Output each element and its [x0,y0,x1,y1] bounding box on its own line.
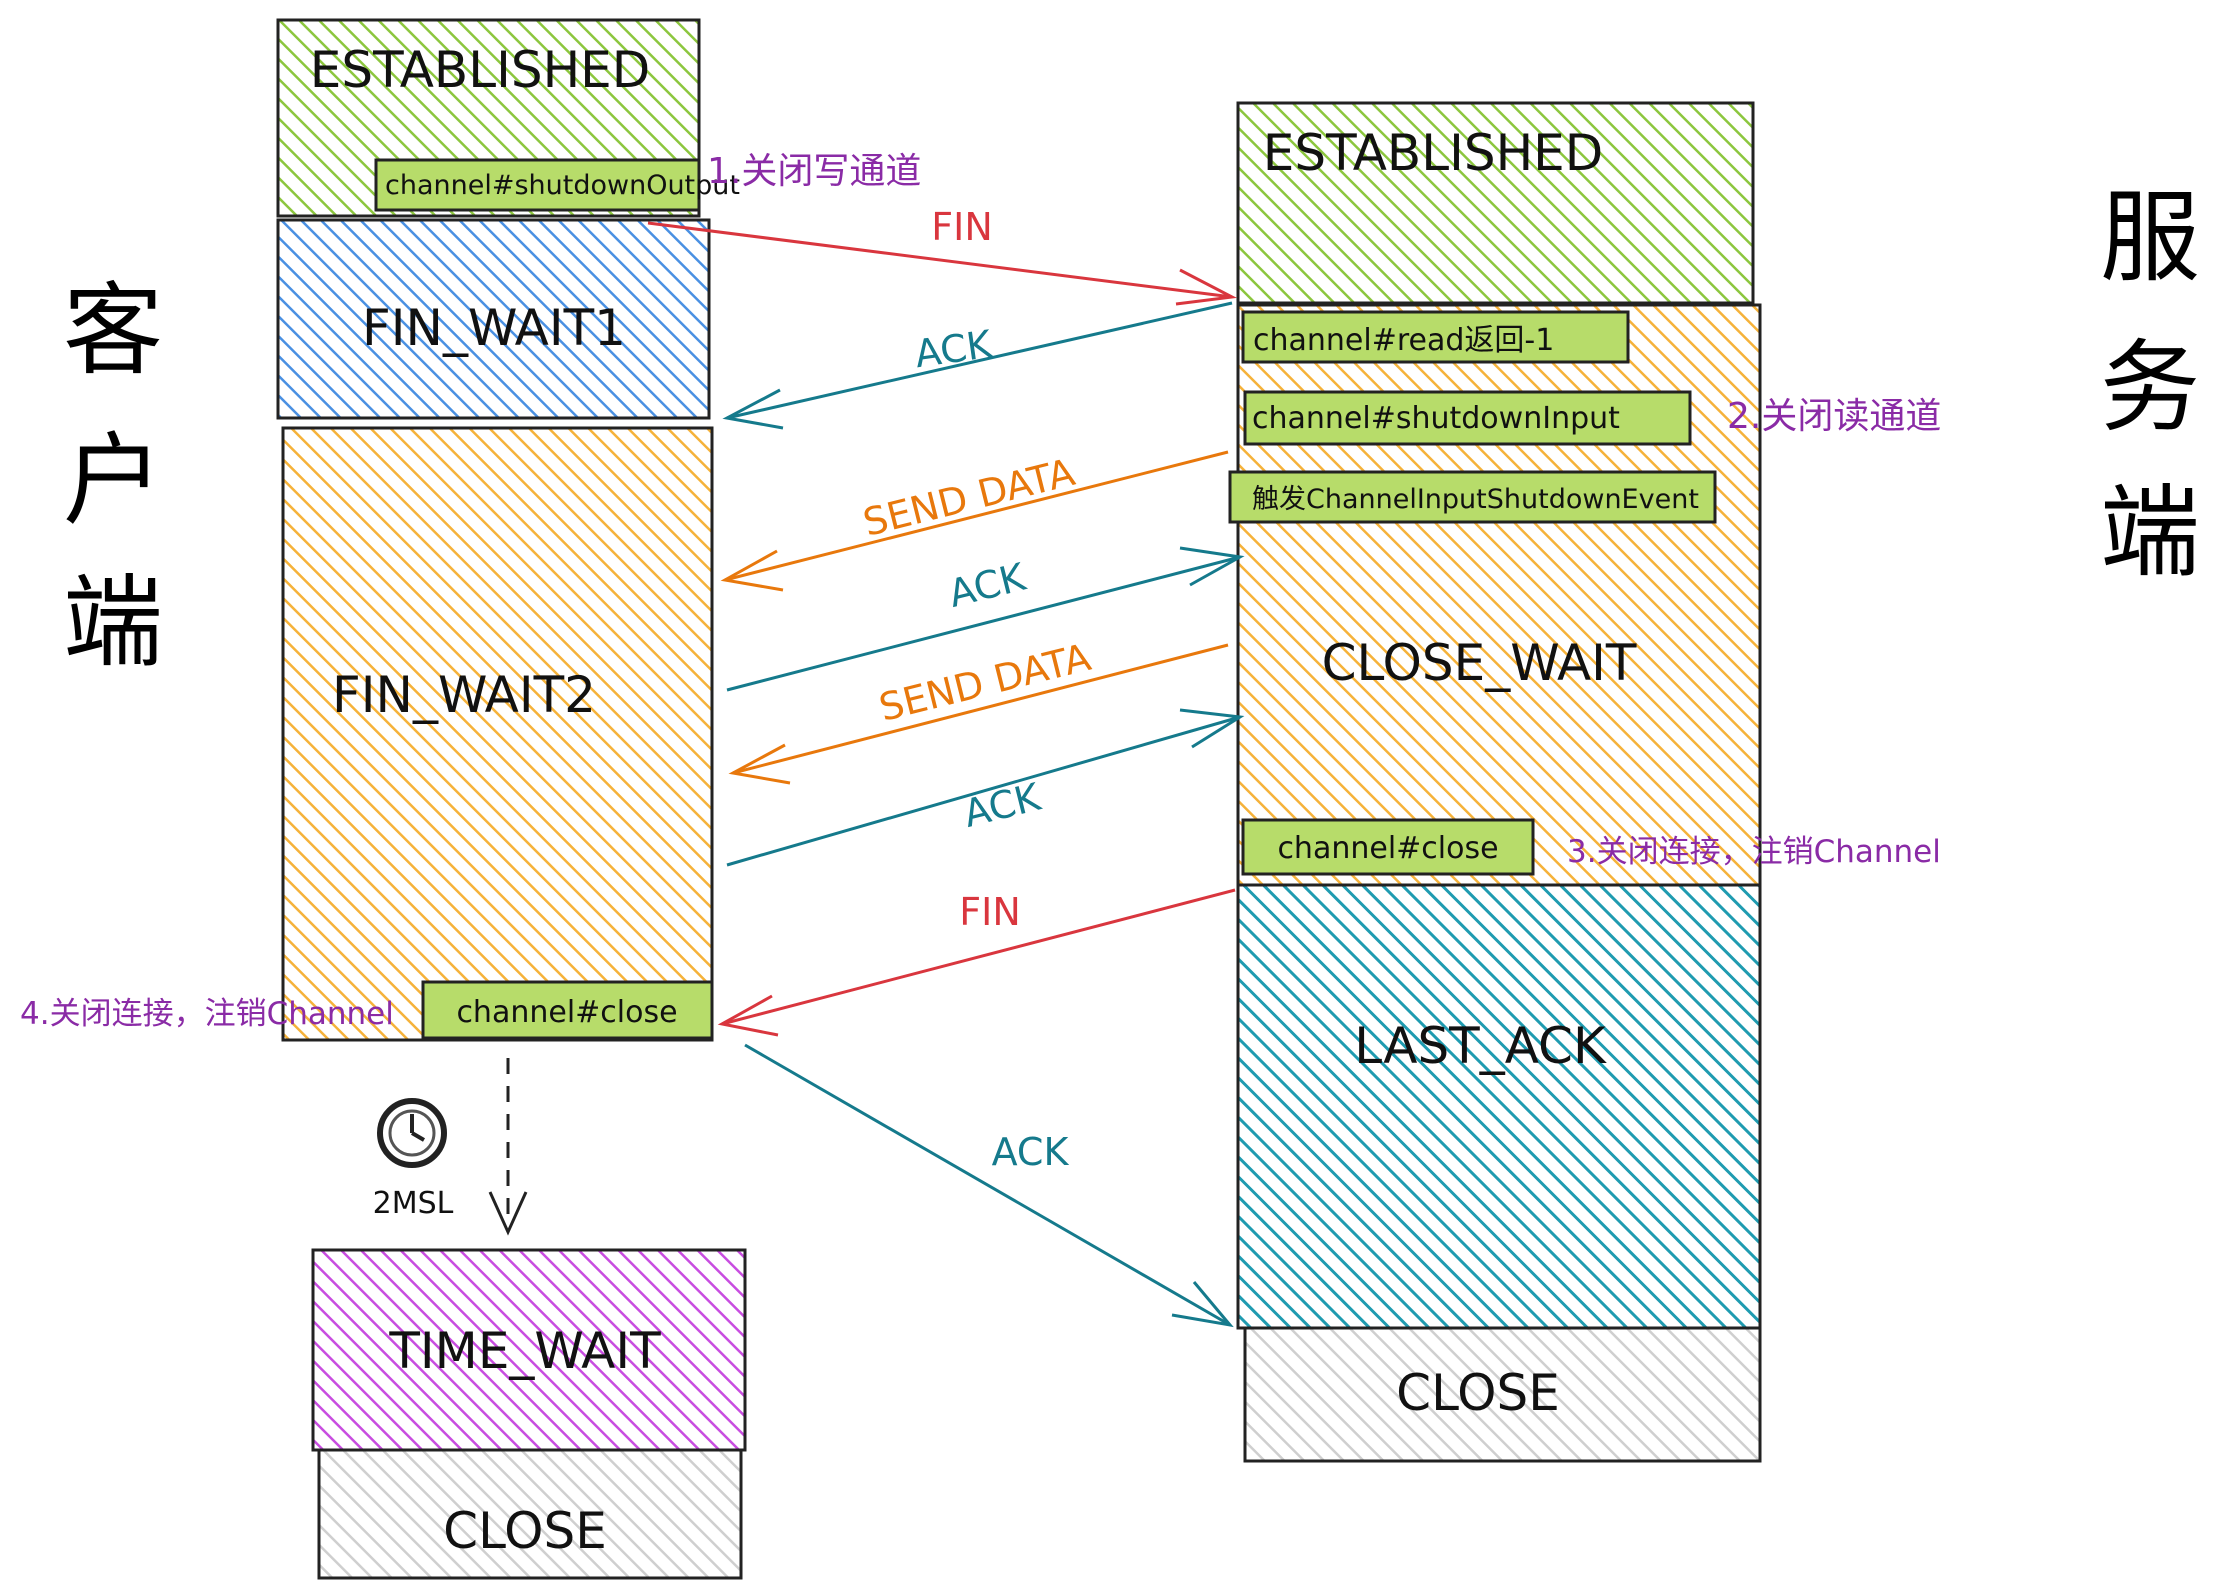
timer-label: 2MSL [373,1186,454,1221]
client-op-close: channel#close [421,980,714,1040]
server-column: ESTABLISHED CLOSE_WAIT channel#read返回-1 … [1228,101,2200,1463]
server-close-op-label: channel#close [1277,831,1498,866]
client-state-fin-wait2: FIN_WAIT2 [281,426,714,1042]
arrow-ack-3: ACK [726,708,1245,867]
note-server-close-conn: 3.关闭连接，注销Channel [1567,834,1941,870]
client-state-close: CLOSE [317,1448,743,1580]
arrow-send-data-2-label: SEND DATA [875,635,1095,730]
server-last-ack-label: LAST_ACK [1354,1017,1607,1075]
client-time-wait-label: TIME_WAIT [388,1322,661,1380]
clock-icon [377,1098,447,1168]
client-close-op-label: channel#close [456,995,677,1030]
server-op-trigger-event: 触发ChannelInputShutdownEvent [1228,470,1717,524]
server-read-return-label: channel#read返回-1 [1253,323,1554,358]
arrow-ack-3-label: ACK [959,774,1045,836]
client-fin-wait1-label: FIN_WAIT1 [362,299,626,357]
arrow-ack-4-label: ACK [992,1130,1070,1174]
note-client-close-conn: 4.关闭连接，注销Channel [20,996,394,1032]
client-shutdown-output-label: channel#shutdownOutput [385,170,740,201]
message-arrows: FIN ACK SEND DATA ACK SEND DATA [647,205,1245,1328]
svg-text:端: 端 [63,564,163,681]
server-shutdown-input-label: channel#shutdownInput [1252,401,1620,436]
client-2msl-timer: 2MSL [373,1058,528,1236]
server-close-label: CLOSE [1396,1364,1560,1422]
server-state-established: ESTABLISHED [1236,101,1755,305]
note-close-read: 2.关闭读通道 [1727,396,1941,437]
arrow-ack-1: ACK [722,301,1233,430]
svg-text:服: 服 [2100,179,2200,296]
arrow-ack-2-label: ACK [944,554,1030,616]
server-trigger-event-label: 触发ChannelInputShutdownEvent [1252,484,1699,515]
server-state-close: CLOSE [1243,1326,1762,1463]
svg-text:务: 务 [2100,329,2200,446]
client-state-fin-wait1: FIN_WAIT1 [276,218,711,420]
svg-text:客: 客 [63,272,163,389]
server-state-last-ack: LAST_ACK [1236,883,1762,1330]
client-state-time-wait: TIME_WAIT [311,1248,747,1452]
server-side-label: 服 务 端 [2100,179,2200,591]
svg-text:户: 户 [63,422,163,539]
server-op-shutdown-input: channel#shutdownInput [1243,390,1692,446]
arrow-ack-4: ACK [744,1043,1234,1328]
client-established-label: ESTABLISHED [310,41,651,99]
server-close-wait-label: CLOSE_WAIT [1322,634,1637,692]
client-close-label: CLOSE [443,1502,607,1560]
arrow-fin-1: FIN [647,205,1237,306]
server-established-label: ESTABLISHED [1263,124,1604,182]
client-fin-wait2-label: FIN_WAIT2 [332,666,596,724]
arrow-fin-2: FIN [717,888,1236,1037]
server-op-read-return: channel#read返回-1 [1241,310,1630,364]
client-side-label: 客 户 端 [63,272,163,681]
arrow-send-data-2: SEND DATA [728,635,1229,785]
svg-text:端: 端 [2100,474,2200,591]
client-column: ESTABLISHED channel#shutdownOutput FIN_W… [20,18,921,1580]
arrow-send-data-1-label: SEND DATA [859,450,1079,545]
arrow-fin-2-label: FIN [959,890,1021,934]
client-op-shutdown-output: channel#shutdownOutput [374,158,740,212]
note-close-write: 1.关闭写通道 [707,151,921,192]
arrow-fin-1-label: FIN [931,205,993,249]
arrow-ack-1-label: ACK [912,322,995,376]
server-op-close: channel#close [1241,818,1535,876]
